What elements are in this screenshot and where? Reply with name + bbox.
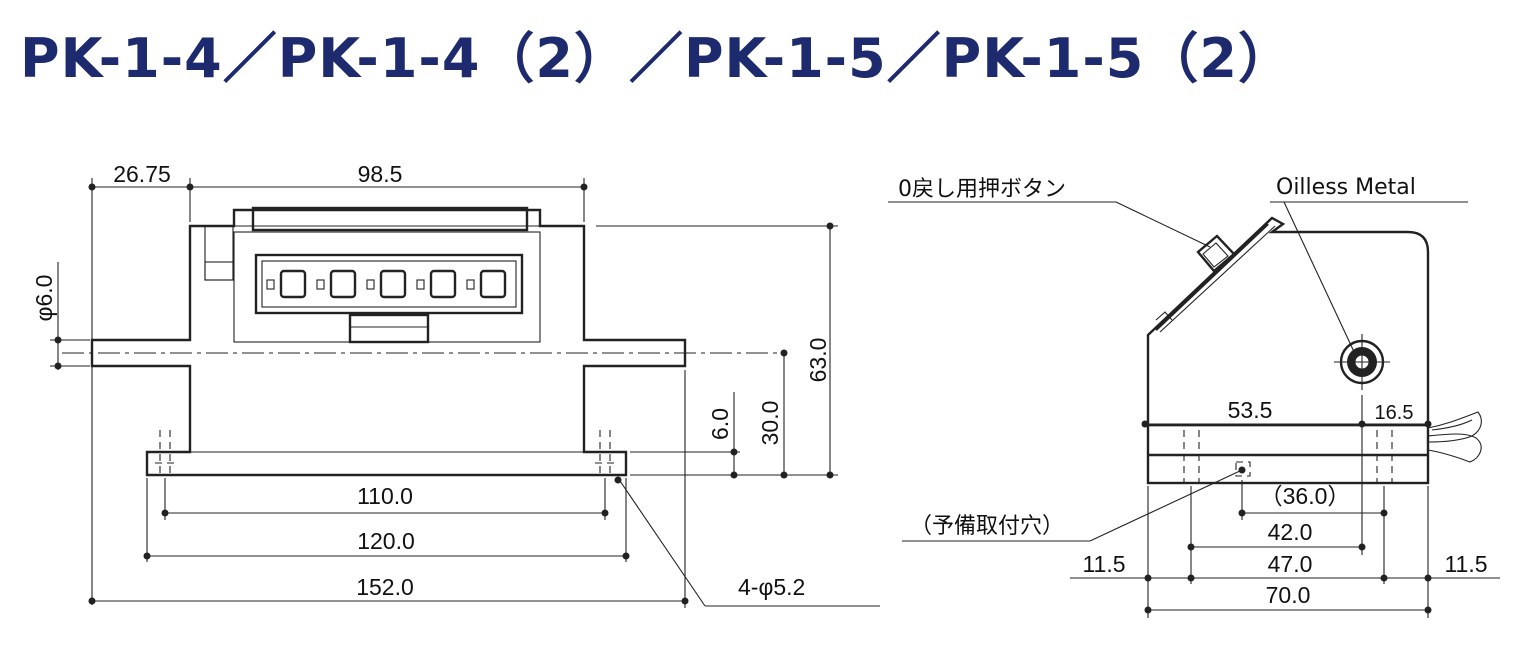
side-view: 0戻し用押ボタン Oilless Metal 53.5 16.5 （予備取付穴）…: [888, 175, 1500, 618]
reset-bar: [348, 313, 430, 344]
digit-dot: [416, 279, 425, 290]
dim-98-5: 98.5: [358, 161, 403, 187]
dim-70: 70.0: [1266, 582, 1311, 608]
front-view: 26.75 98.5 φ6.0 63.0 30.0 6.0 110.0: [31, 161, 880, 608]
counter-digit-wheels: [266, 269, 507, 299]
digit-dot: [366, 279, 375, 290]
dim-30: 30.0: [757, 401, 783, 446]
dim-53-5: 53.5: [1228, 397, 1273, 423]
cable: [1427, 411, 1482, 463]
digit-wheel: [329, 269, 357, 299]
digit-wheel: [279, 269, 307, 299]
side-body-outline: [1146, 216, 1430, 427]
reset-button-shape: [1196, 234, 1236, 273]
label-spare-hole: （予備取付穴）: [910, 514, 1064, 539]
dim-16-5: 16.5: [1375, 402, 1414, 424]
dim-63: 63.0: [805, 338, 831, 383]
dim-110: 110.0: [357, 483, 413, 509]
digit-dot: [316, 279, 325, 290]
mounting-holes: [155, 430, 615, 475]
top-cover: [251, 206, 529, 232]
digit-dot: [466, 279, 475, 290]
dim-47: 47.0: [1268, 551, 1313, 577]
label-reset-button: 0戻し用押ボタン: [898, 177, 1066, 202]
digit-wheel: [379, 269, 407, 299]
digit-dot: [266, 279, 275, 290]
digit-wheel: [479, 269, 507, 299]
dim-6: 6.0: [707, 408, 733, 440]
page-title: PK-1-4／PK-1-4（2）／PK-1-5／PK-1-5（2）: [20, 27, 1293, 90]
dim-26-75: 26.75: [113, 161, 171, 187]
dim-phi6: φ6.0: [31, 275, 57, 322]
dim-120: 120.0: [357, 528, 415, 554]
digit-wheel: [429, 269, 457, 299]
dim-11-5-right: 11.5: [1444, 551, 1487, 577]
dim-36: （36.0）: [1260, 483, 1351, 509]
dim-42: 42.0: [1268, 519, 1313, 545]
counter-window: [254, 253, 524, 315]
label-oilless-metal: Oilless Metal: [1276, 175, 1416, 200]
dim-152: 152.0: [356, 574, 414, 600]
dim-11-5-left: 11.5: [1082, 551, 1125, 577]
dim-hole: 4-φ5.2: [738, 574, 805, 600]
